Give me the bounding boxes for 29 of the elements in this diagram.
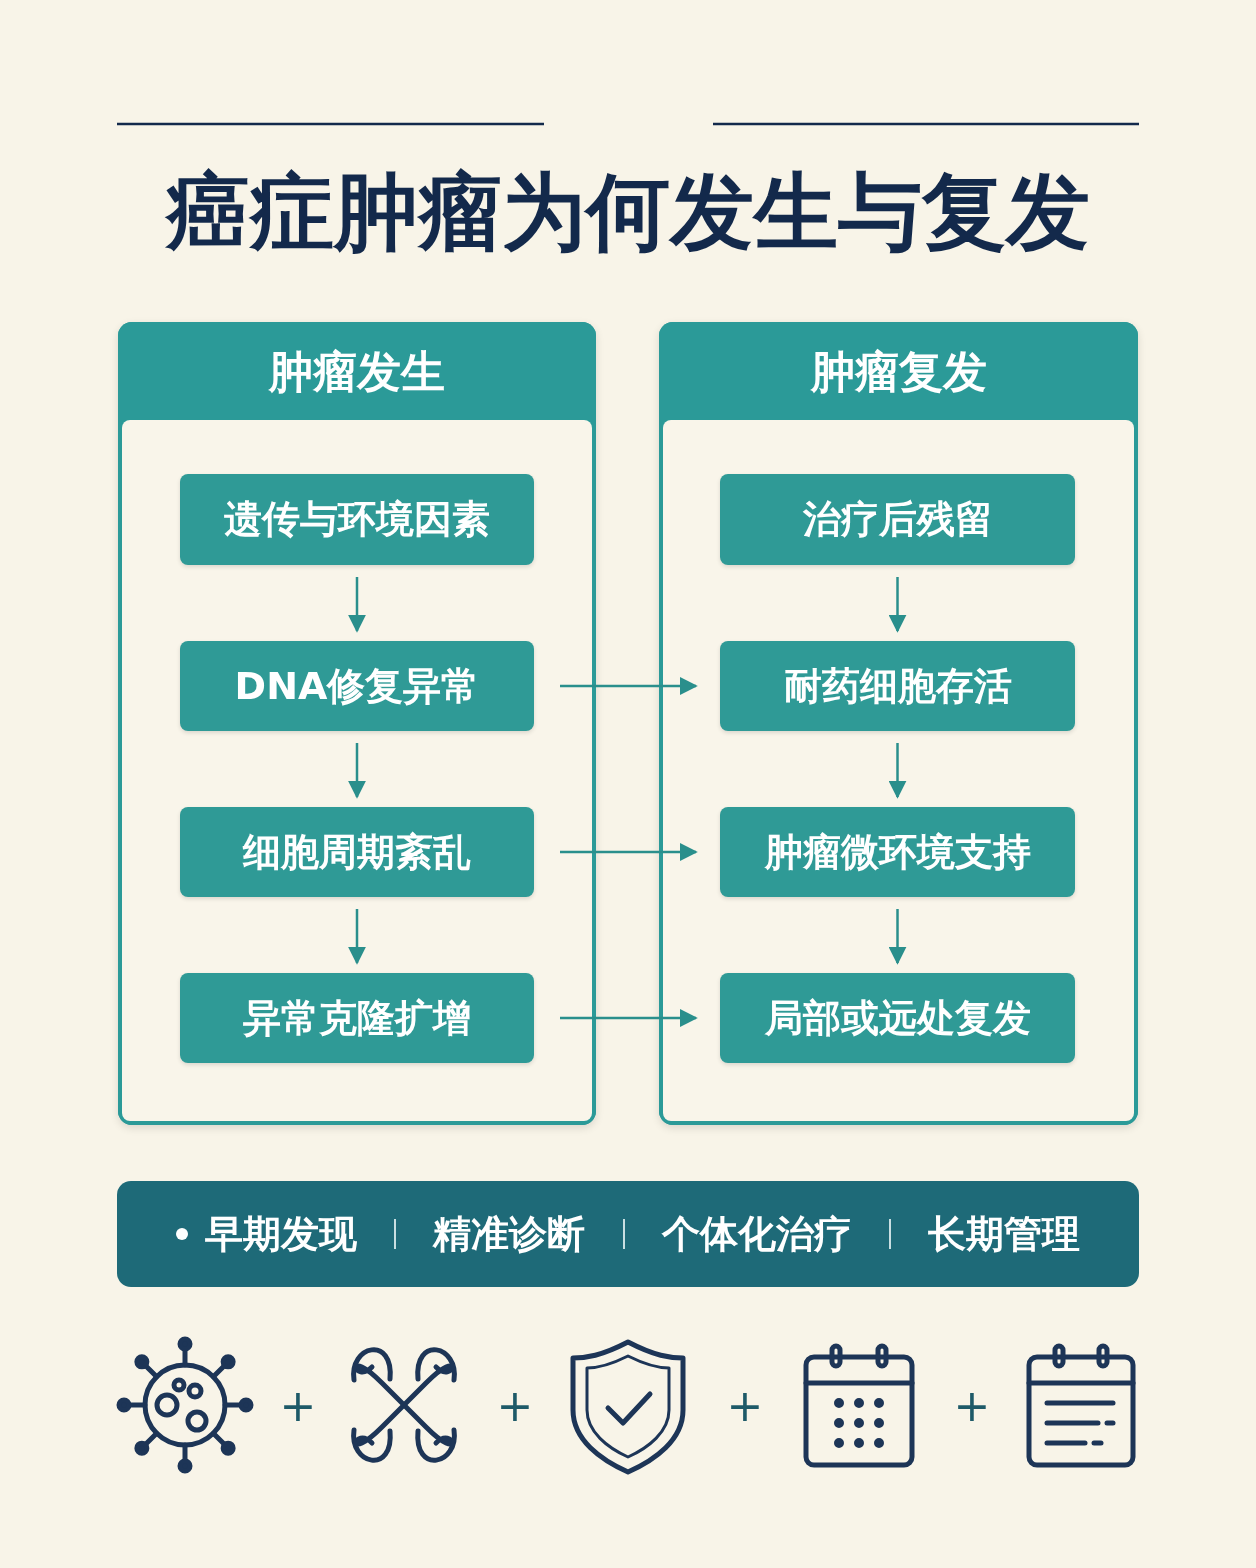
arrow — [348, 577, 366, 633]
banner-text: 长期管理 — [928, 1210, 1081, 1258]
panel-heading: 肿瘤发生 — [267, 345, 446, 399]
arrow — [888, 743, 907, 799]
banner-text: 个体化治疗 — [661, 1210, 852, 1258]
arrow — [888, 577, 907, 633]
process-box: 细胞周期紊乱 — [180, 807, 534, 897]
arrow — [560, 1009, 698, 1027]
process-box: 耐药细胞存活 — [720, 641, 1075, 731]
arrow — [560, 677, 698, 695]
process-box: 局部或远处复发 — [720, 973, 1075, 1063]
process-box: DNA修复异常 — [180, 641, 534, 731]
title: 癌症肿瘤为何发生与复发 — [164, 162, 1091, 262]
process-box: 异常克隆扩增 — [180, 973, 534, 1063]
arrow — [348, 743, 366, 799]
arrow — [348, 909, 366, 965]
arrow — [888, 909, 907, 965]
panel-heading: 肿瘤复发 — [809, 345, 988, 399]
process-box: 遗传与环境因素 — [180, 474, 534, 565]
banner-text: 精准诊断 — [433, 1210, 586, 1258]
plus-sign: + — [495, 1384, 535, 1428]
process-box: 治疗后残留 — [720, 474, 1075, 565]
plus-sign: + — [725, 1384, 765, 1428]
arrow — [560, 843, 698, 861]
plus-sign: + — [952, 1384, 992, 1428]
process-box: 肿瘤微环境支持 — [720, 807, 1075, 897]
plus-sign: + — [278, 1384, 318, 1428]
banner-text: 早期发现 — [204, 1210, 357, 1258]
banner — [117, 1181, 1139, 1287]
